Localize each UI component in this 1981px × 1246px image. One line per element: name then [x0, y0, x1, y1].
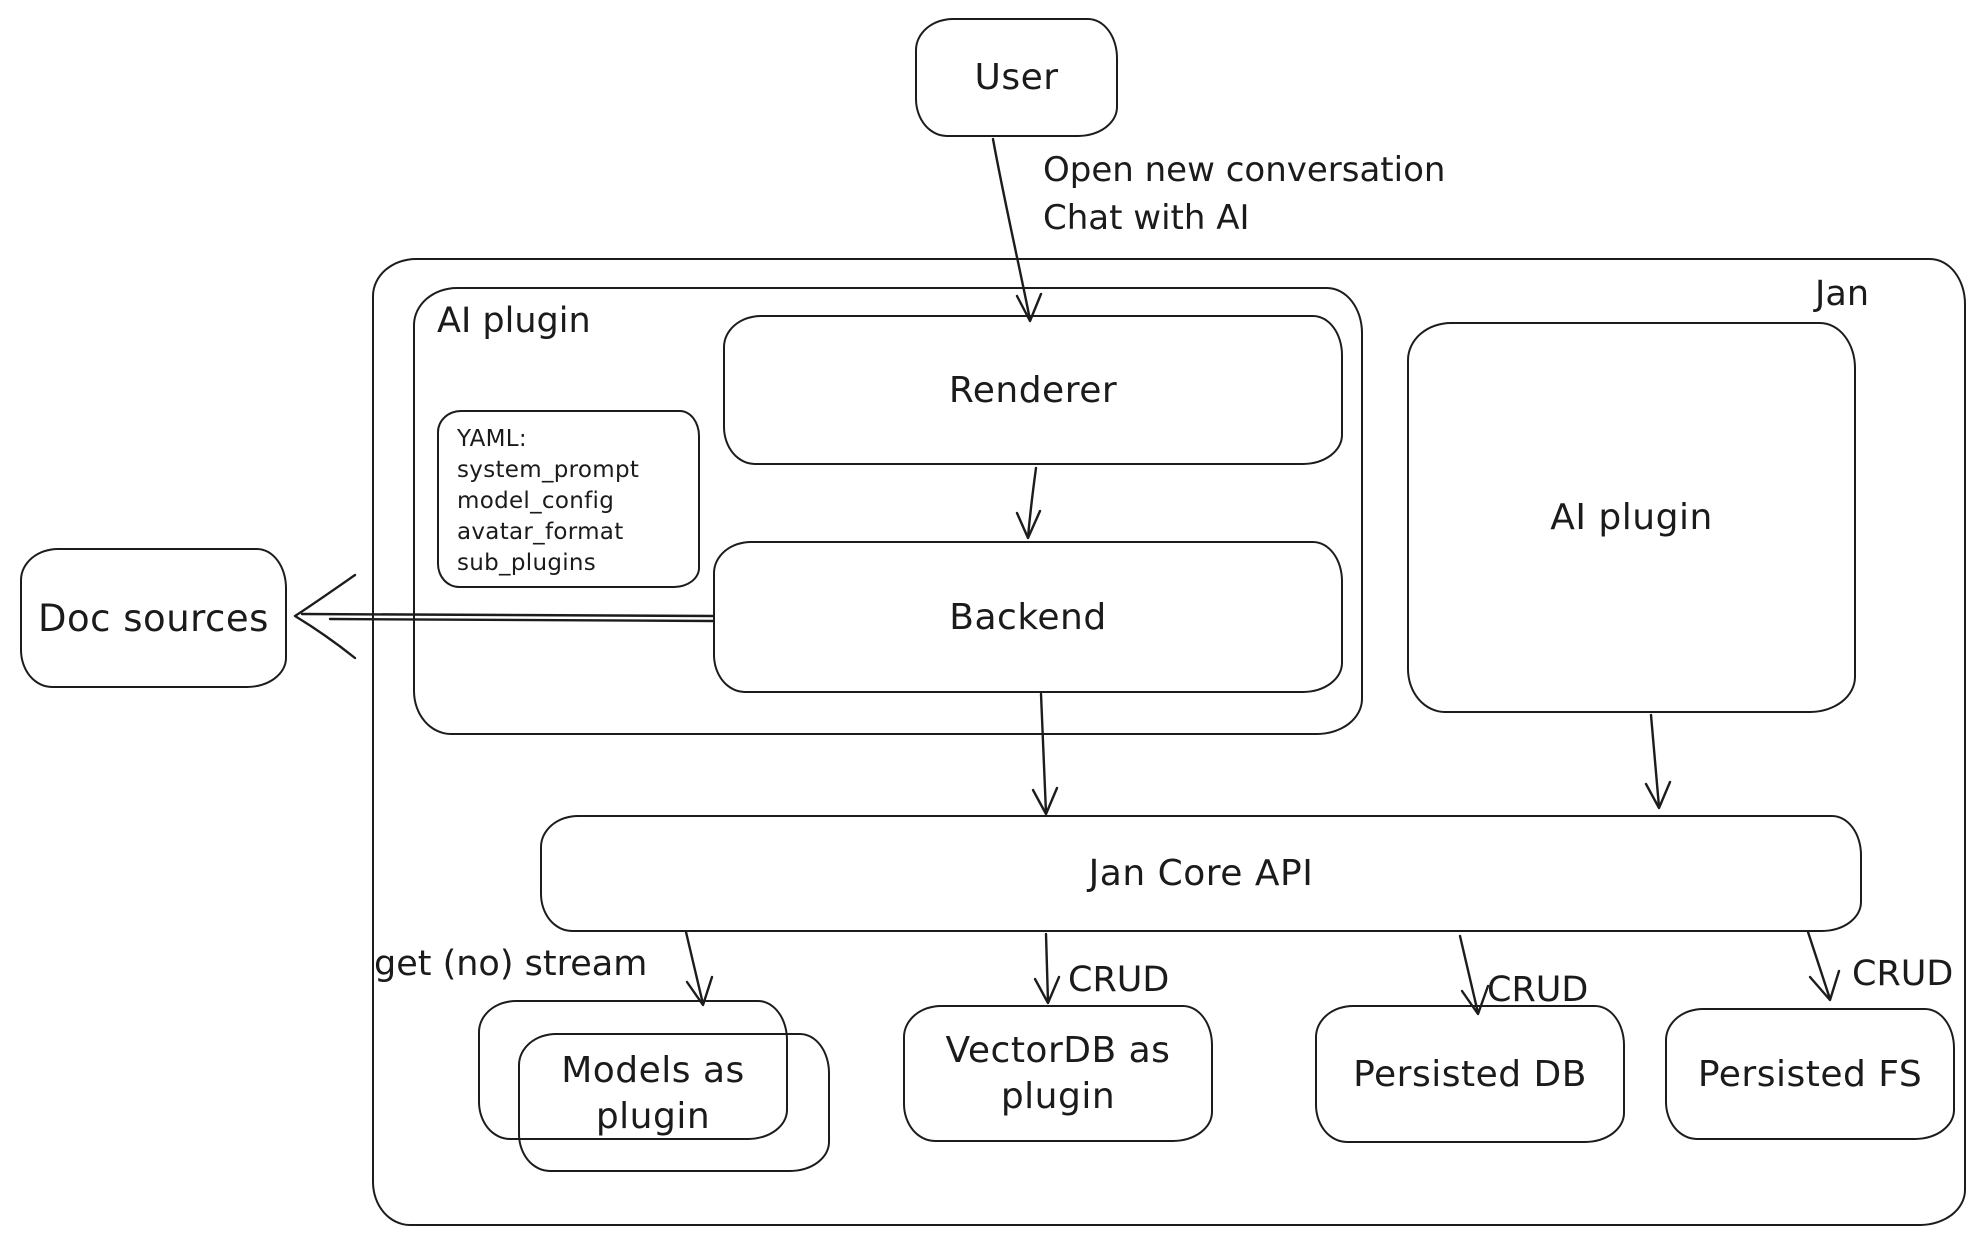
yaml-line: sub_plugins: [457, 550, 597, 576]
persisted-fs-node-label: Persisted FS: [1697, 1053, 1923, 1095]
edge-label-crud-vectordb: CRUD: [1068, 960, 1170, 1000]
persisted-db-node-label: Persisted DB: [1353, 1053, 1587, 1095]
vectordb-as-plugin-label: VectorDB as plugin: [945, 1029, 1171, 1117]
renderer-node: Renderer: [723, 315, 1343, 465]
ai-plugin-group-container: AI plugin: [413, 287, 1363, 735]
doc-sources-node: Doc sources: [20, 548, 287, 688]
user-node-label: User: [974, 57, 1059, 98]
persisted-fs-node: Persisted FS: [1665, 1008, 1955, 1140]
jan-core-api-node-label: Jan Core API: [1088, 853, 1314, 894]
yaml-note: YAML: system_prompt model_config avatar_…: [437, 410, 700, 588]
user-node: User: [915, 18, 1118, 137]
persisted-db-node: Persisted DB: [1315, 1005, 1625, 1143]
models-as-plugin-node: [518, 1033, 830, 1172]
ai-plugin-group-label: AI plugin: [437, 301, 591, 341]
arrowhead-backend-to-doc-sources: [293, 573, 357, 660]
backend-node: Backend: [713, 541, 1343, 693]
ai-plugin-node-label: AI plugin: [1550, 497, 1713, 538]
yaml-line: system_prompt: [457, 457, 640, 483]
edge-label-get-no-stream: get (no) stream: [374, 944, 648, 984]
jan-core-api-node: Jan Core API: [540, 815, 1862, 932]
backend-node-label: Backend: [949, 596, 1107, 638]
edge-label-crud-persisted-db: CRUD: [1487, 970, 1589, 1010]
ai-plugin-node: AI plugin: [1407, 322, 1856, 713]
doc-sources-node-label: Doc sources: [38, 596, 269, 640]
yaml-line: YAML:: [457, 426, 527, 452]
jan-container-label: Jan: [1815, 274, 1869, 314]
models-as-plugin-label: Models as plugin: [561, 1050, 745, 1137]
yaml-line: model_config: [457, 488, 615, 514]
yaml-line: avatar_format: [457, 519, 624, 545]
edge-label-user-to-renderer: Open new conversation Chat with AI: [1043, 150, 1446, 238]
models-as-plugin-node-back: [478, 1000, 788, 1140]
vectordb-as-plugin-node: VectorDB as plugin: [903, 1005, 1213, 1142]
jan-container: Jan: [372, 258, 1966, 1226]
renderer-node-label: Renderer: [948, 369, 1118, 411]
edge-label-crud-persisted-fs: CRUD: [1852, 954, 1954, 994]
